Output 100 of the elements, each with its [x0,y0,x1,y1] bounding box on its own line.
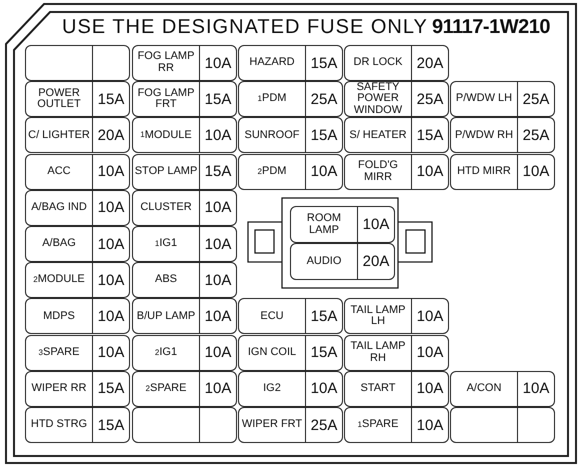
fuse-slot [132,81,237,118]
fuse-name: STOP LAMP [134,164,198,179]
fuse-name: DR LOCK [352,55,404,70]
fuse-rating: 10A [199,118,236,152]
fuse-slot [25,298,130,334]
heading-text: USE THE DESIGNATED FUSE ONLY [62,16,428,39]
fuse-slot [132,226,237,262]
fuse-rating: 25A [305,408,342,442]
fuse-slot [344,370,449,407]
fuse-slot [344,154,449,190]
fuse-slot [450,154,555,190]
fuse-slot [290,206,395,243]
fuse-rating: 15A [411,118,448,152]
fuse-slot [238,154,343,190]
fuse-rating: 15A [92,82,129,116]
fuse-name: P/WDW RH [454,128,514,143]
fuse-rating: 10A [411,336,448,370]
fuse-rating: 10A [411,372,448,406]
fuse-name: ECU [259,308,285,324]
fuse-name: B/UP LAMP [136,308,196,324]
fuse-slot [238,407,343,443]
fuse-slot [344,45,449,81]
fuse-name: ACC [46,164,72,179]
fuse-name: ABS [154,272,178,288]
fuse-rating: 10A [305,372,342,406]
fuse-name: START [359,381,397,396]
fuse-slot [25,190,130,226]
fuse-slot [25,154,130,190]
fuse-rating: 15A [199,154,236,189]
fuse-name: S/ HEATER [348,128,408,143]
fuse-rating: 10A [92,336,129,370]
fuse-slot [290,243,395,280]
fuse-rating: 15A [92,408,129,442]
fuse-rating: 10A [357,207,394,242]
part-number: 91117-1W210 [432,16,550,39]
fuse-slot [25,226,130,262]
fuse-slot [450,117,555,154]
fuse-name: HTD STRG [30,417,88,432]
fuse-name: WIPER RR [30,381,88,396]
fuse-name: AUDIO [306,254,342,269]
fuse-slot [238,298,343,334]
fuse-slot [238,117,343,154]
fuse-slot [238,370,343,407]
fuse-rating: 10A [517,154,554,189]
fuse-rating: 15A [305,118,342,152]
fuse-rating: 10A [305,154,342,189]
fuse-rating: 10A [199,227,236,261]
fuse-slot [25,370,130,407]
fuse-slot [25,407,130,443]
fuse-name: HTD MIRR [456,164,512,179]
fuse-name: IG2 [262,381,282,396]
empty-fuse-slot [25,45,130,81]
fuse-slot [344,334,449,371]
fuse-name: FOG LAMP FRT [136,86,196,112]
fuse-slot [132,117,237,154]
fuse-rating: 15A [92,372,129,406]
fuse-name: P/WDW LH [454,91,514,106]
fuse-slot [344,81,449,118]
fuse-rating: 25A [305,82,342,116]
fuse-name: HAZARD [248,55,296,70]
fuse-name: C/ LIGHTER [27,128,91,143]
fuse-rating: 20A [357,244,394,279]
fuse-name: A/CON [466,381,502,396]
fuse-name: TAIL LAMP RH [349,339,407,366]
fuse-slot [238,81,343,118]
fuse-rating: 10A [92,190,129,225]
fuse-name: SAFETY POWER WINDOW [352,82,404,116]
fuse-rating: 25A [411,82,448,116]
fuse-rating: 15A [199,82,236,116]
fuse-slot [132,154,237,190]
fuse-rating: 25A [517,82,554,116]
fuse-slot [450,81,555,118]
fuse-rating: 15A [305,299,342,334]
fuse-rating: 10A [411,154,448,189]
fuse-rating: 10A [411,408,448,442]
fuse-rating: 10A [199,336,236,370]
fuse-name: FOG LAMP RR [136,49,196,76]
fuse-slot [344,298,449,334]
fuse-rating: 15A [305,46,342,80]
fuse-name: IGN COIL [246,344,298,360]
fuse-rating: 10A [92,263,129,298]
fuse-name: TAIL LAMP LH [349,302,407,330]
fuse-name: ROOM LAMP [306,210,342,238]
fuse-slot [132,45,237,81]
fuse-slot [132,334,237,371]
fuse-name: SUNROOF [244,128,300,143]
fuse-slot [25,262,130,298]
fuse-rating: 10A [199,46,236,80]
fuse-slot [132,262,237,298]
fuse-name: WIPER FRT [240,417,304,432]
fuse-slot [238,334,343,371]
fuse-rating: 10A [92,299,129,334]
fuse-rating: 20A [92,118,129,152]
fuse-name: CLUSTER [139,200,193,216]
fuse-name: MDPS [42,308,76,324]
fuse-slot [132,190,237,226]
fuse-rating: 15A [305,336,342,370]
fuse-rating: 10A [92,154,129,189]
fuse-slot [25,117,130,154]
fuse-rating: 10A [92,227,129,261]
